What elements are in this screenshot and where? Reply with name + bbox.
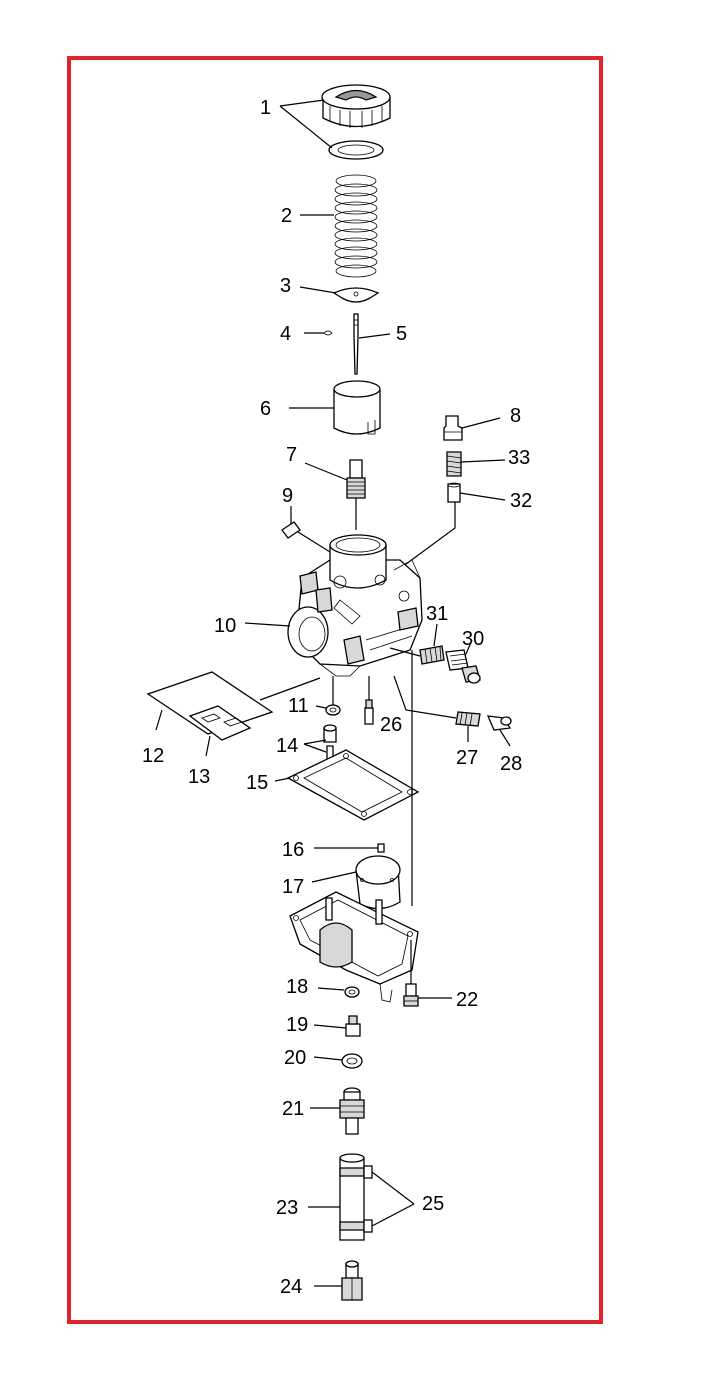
part-16-float-pin: [377, 843, 385, 853]
callout-1: 1: [260, 97, 271, 119]
callout-1-leader: [279, 99, 333, 149]
part-2-spring: [334, 174, 378, 278]
callout-31-leader: [433, 623, 438, 647]
part-3-clip-plate: [332, 287, 380, 303]
callout-23: 23: [276, 1197, 298, 1219]
part-28-air-screw: [486, 715, 512, 731]
callout-9: 9: [282, 485, 293, 507]
callout-5: 5: [396, 323, 407, 345]
callout-25-leader-b: [371, 1203, 415, 1227]
callout-10: 10: [214, 615, 236, 637]
callout-19: 19: [286, 1014, 308, 1036]
part-5-jet-needle: [353, 313, 359, 375]
assembly-line-27: [393, 675, 457, 719]
callout-25: 25: [422, 1193, 444, 1215]
callout-14: 14: [276, 735, 298, 757]
part-19-main-jet: [345, 1015, 361, 1037]
callout-7: 7: [286, 444, 297, 466]
part-1-top-cap: [321, 84, 391, 160]
callout-15-leader: [274, 777, 291, 782]
callout-28: 28: [500, 753, 522, 775]
callout-4: 4: [280, 323, 291, 345]
part-13-plate: [188, 705, 252, 741]
callout-12-leader: [155, 709, 163, 731]
part-9-pin: [281, 521, 301, 539]
callout-24: 24: [280, 1276, 302, 1298]
callout-31: 31: [426, 603, 448, 625]
callout-33: 33: [508, 447, 530, 469]
callout-6: 6: [260, 398, 271, 420]
callout-32: 32: [510, 490, 532, 512]
callout-17: 17: [282, 876, 304, 898]
part-4-needle-clip: [323, 330, 333, 336]
part-26-pilot-jet: [364, 699, 374, 725]
part-10-carburetor-body: [287, 534, 423, 677]
callout-18: 18: [286, 976, 308, 998]
part-30-idle-screw: [445, 649, 481, 684]
callout-30-leader: [465, 639, 473, 655]
assembly-line-32: [397, 502, 456, 571]
assembly-line-31: [389, 647, 421, 657]
part-33-spring: [446, 451, 462, 477]
part-24-fitting: [341, 1260, 363, 1301]
part-32-float-valve: [447, 482, 461, 503]
part-31-spring: [419, 645, 445, 665]
part-7-cable-adjuster: [346, 459, 366, 530]
part-25-clips: [363, 1165, 373, 1233]
callout-8: 8: [510, 405, 521, 427]
callout-13-leader: [205, 735, 211, 757]
part-18-washer: [344, 986, 360, 998]
callout-14-leader-b: [303, 743, 327, 753]
part-15-gasket: [286, 749, 420, 821]
callout-22: 22: [456, 989, 478, 1011]
callout-18-leader: [317, 987, 345, 991]
assembly-line-9: [297, 531, 331, 553]
part-12-gasket: [146, 671, 274, 735]
part-27-spring: [455, 711, 481, 727]
callout-28-leader: [499, 729, 511, 747]
callout-14-leader-a: [303, 739, 327, 745]
diagram-frame: [67, 56, 603, 1324]
part-11-washer: [325, 704, 341, 716]
callout-5-leader: [358, 333, 391, 339]
callout-12: 12: [142, 745, 164, 767]
part-17-float: [355, 855, 401, 910]
part-8-plug: [443, 415, 463, 441]
callout-33-leader: [460, 459, 506, 463]
callout-15: 15: [246, 772, 268, 794]
part-20-o-ring: [341, 1053, 363, 1069]
part-6-throttle-slide: [333, 380, 381, 435]
callout-27: 27: [456, 747, 478, 769]
callout-21: 21: [282, 1098, 304, 1120]
callout-2: 2: [281, 205, 292, 227]
callout-32-leader: [459, 492, 506, 501]
callout-16: 16: [282, 839, 304, 861]
callout-26: 26: [380, 714, 402, 736]
part-21-jet-holder: [339, 1087, 365, 1135]
part-22-drain-screw: [403, 983, 419, 1007]
callout-13: 13: [188, 766, 210, 788]
callout-10-leader: [244, 622, 291, 627]
callout-19-leader: [313, 1024, 347, 1029]
callout-25-leader-a: [371, 1171, 415, 1205]
assembly-line-12: [259, 677, 321, 701]
callout-3: 3: [280, 275, 291, 297]
part-23-tube: [339, 1153, 365, 1241]
callout-30: 30: [462, 628, 484, 650]
callout-11: 11: [288, 695, 309, 717]
float-bowl: [289, 891, 419, 1003]
callout-17-leader: [311, 871, 357, 883]
callout-8-leader: [461, 417, 501, 429]
callout-3-leader: [299, 286, 337, 294]
callout-20: 20: [284, 1047, 306, 1069]
callout-20-leader: [313, 1056, 343, 1061]
callout-7-leader: [304, 462, 348, 481]
callout-11-leader: [315, 705, 327, 709]
